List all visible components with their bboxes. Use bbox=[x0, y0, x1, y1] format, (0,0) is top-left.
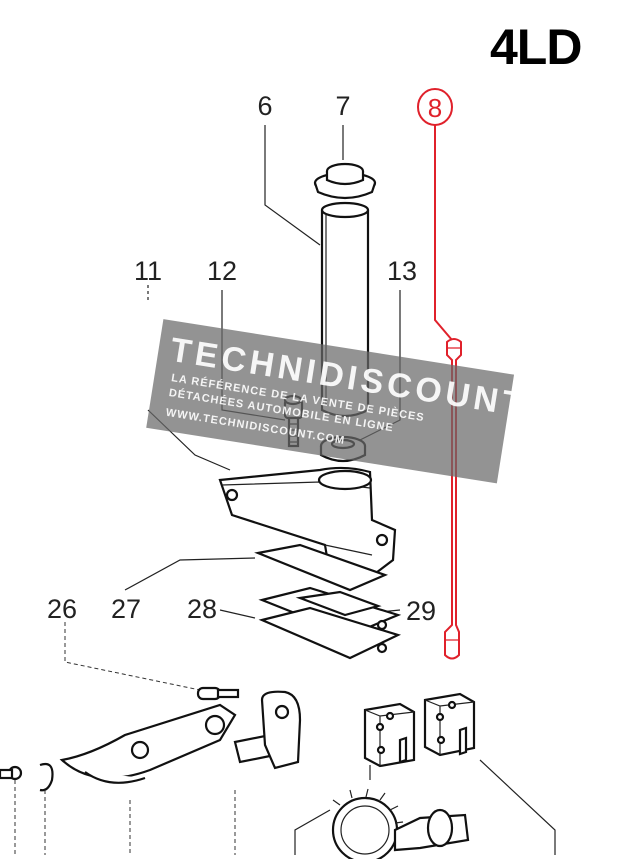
part-27-gasket[interactable] bbox=[254, 543, 389, 592]
callout-13: 13 bbox=[387, 256, 417, 286]
callout-29: 29 bbox=[406, 596, 436, 626]
callout-12: 12 bbox=[207, 256, 237, 286]
callout-6: 6 bbox=[257, 91, 272, 121]
part-28-plate[interactable] bbox=[258, 586, 402, 660]
part-7-cap[interactable] bbox=[313, 162, 377, 200]
left-small-parts[interactable] bbox=[0, 762, 236, 855]
callout-28: 28 bbox=[187, 594, 217, 624]
lower-lever-assembly[interactable] bbox=[59, 690, 302, 784]
part-29-gasket[interactable] bbox=[295, 590, 382, 617]
callout-7: 7 bbox=[335, 91, 350, 121]
cam-follower-blocks[interactable] bbox=[363, 692, 476, 768]
part-26-pin[interactable] bbox=[196, 686, 240, 701]
callout-8: 8 bbox=[428, 93, 442, 123]
callout-8-highlight: 8 bbox=[417, 88, 453, 126]
technidiscount-watermark: TECHNIDISCOUNT LA RÉFÉRENCE DE LA VENTE … bbox=[146, 319, 529, 484]
callout-labels: 6 7 11 12 13 26 27 28 29 bbox=[47, 91, 436, 626]
model-title: 4LD bbox=[490, 19, 582, 75]
camshaft-gear[interactable] bbox=[294, 759, 556, 859]
part-8-pushrod[interactable] bbox=[434, 123, 462, 660]
callout-27: 27 bbox=[111, 594, 141, 624]
callout-26: 26 bbox=[47, 594, 77, 624]
callout-11: 11 bbox=[134, 256, 162, 286]
